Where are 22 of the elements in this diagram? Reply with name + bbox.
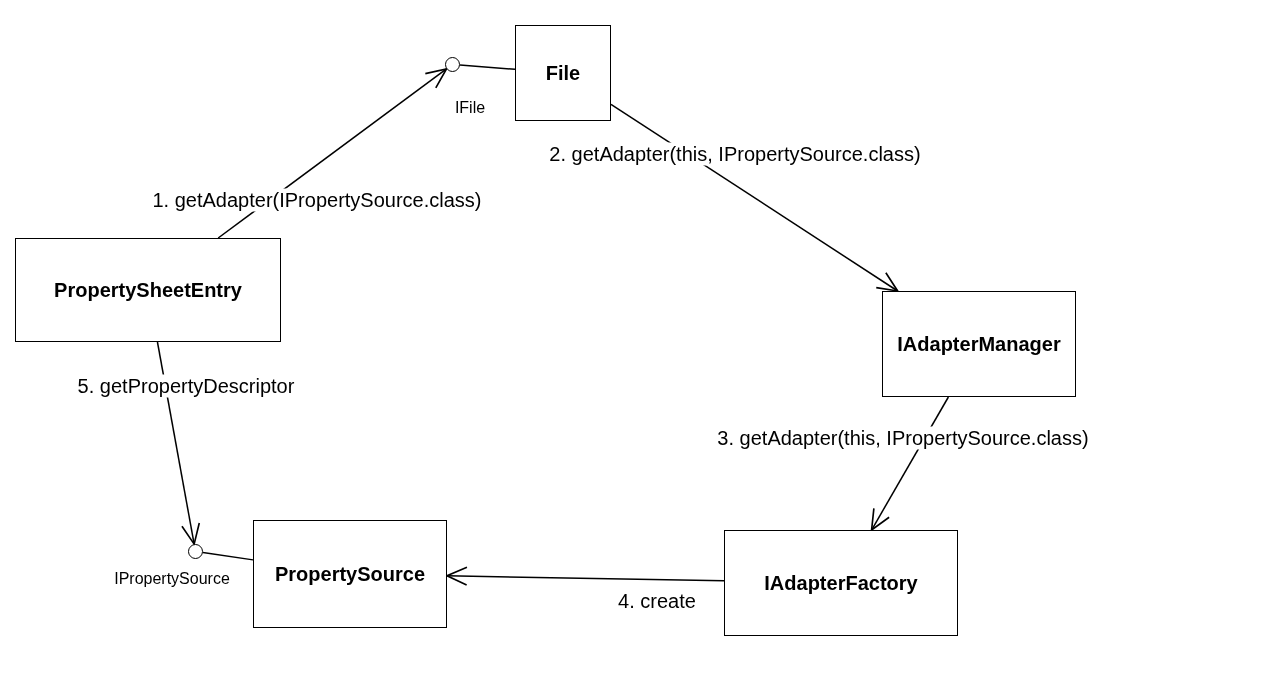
object-name: PropertySource: [274, 562, 426, 586]
object-name: IAdapterManager: [897, 332, 1061, 356]
interface-circle: [188, 544, 203, 559]
interface-circle: [445, 57, 460, 72]
object-name: File: [545, 61, 581, 85]
connector-line: [459, 64, 516, 71]
object-box: [515, 25, 611, 121]
edge-label: 2. getAdapter(this, IPropertySource.class): [547, 142, 923, 166]
object-box: [724, 530, 958, 636]
message-arrow: [156, 341, 201, 545]
edge-label: 3. getAdapter(this, IPropertySource.class): [715, 426, 1091, 450]
object-box: [253, 520, 447, 628]
object-name: PropertySheetEntry: [54, 278, 242, 302]
object-box: [882, 291, 1076, 397]
edge-label: 5. getPropertyDescriptor: [75, 374, 297, 398]
message-arrow: [610, 103, 899, 292]
interface-label: IFile: [454, 99, 486, 117]
message-arrow: [446, 566, 725, 586]
interface-label: IPropertySource: [114, 570, 230, 588]
object-box: [15, 238, 281, 342]
connector-line: [202, 551, 254, 561]
object-name: IAdapterFactory: [764, 571, 918, 595]
